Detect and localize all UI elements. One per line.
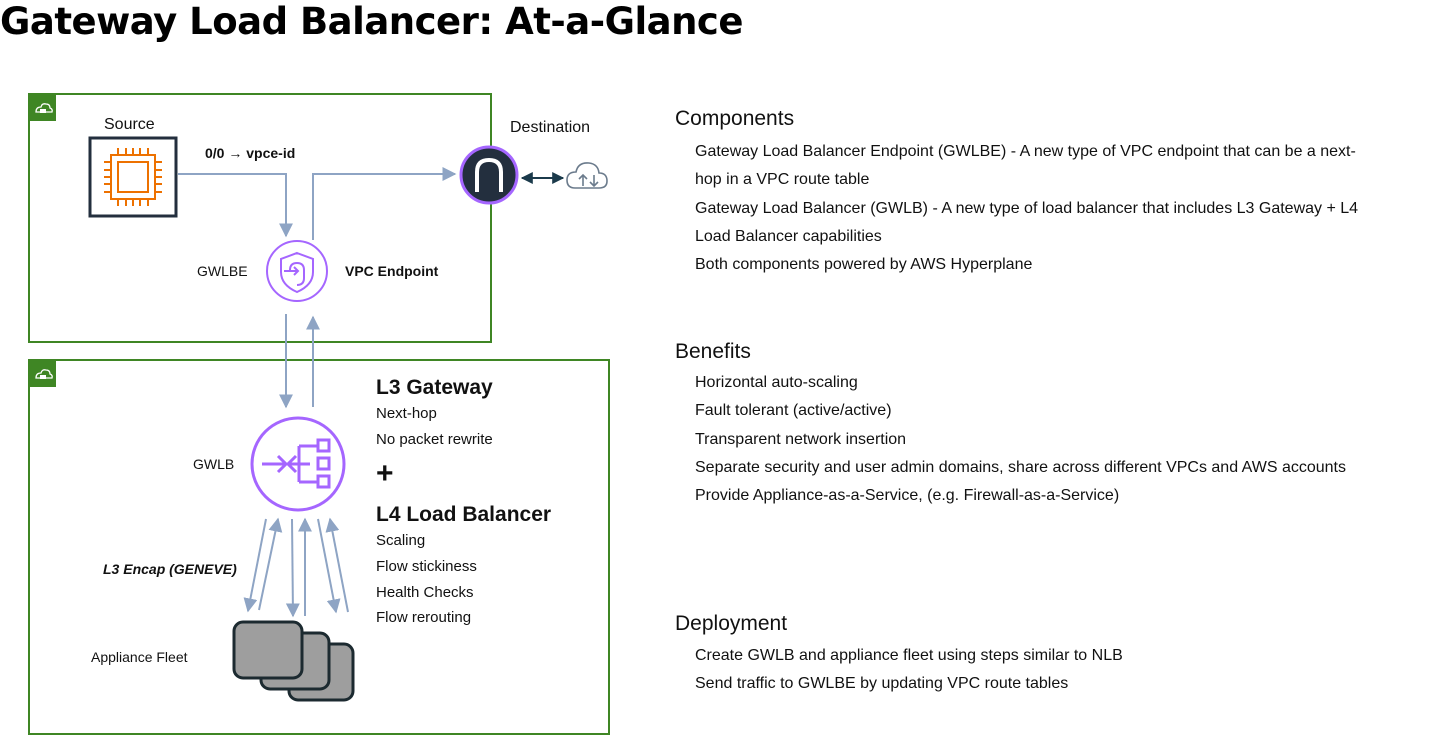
list-item: Both components powered by AWS Hyperplan… — [695, 256, 1033, 274]
gwlb-icon — [250, 416, 346, 512]
list-item: Send traffic to GWLBE by updating VPC ro… — [695, 675, 1069, 693]
gwlbe-label: GWLBE — [197, 263, 248, 279]
encap-label: L3 Encap (GENEVE) — [103, 561, 237, 577]
l3-gateway-heading: L3 Gateway — [376, 376, 493, 399]
list-item: Separate security and user admin domains… — [695, 458, 1346, 476]
appliance-stack-icon — [232, 620, 355, 702]
list-item: Horizontal auto-scaling — [695, 374, 858, 391]
page-title: Gateway Load Balancer: At-a-Glance — [0, 0, 743, 43]
bottom-vpc-box — [28, 359, 610, 735]
list-item: Create GWLB and appliance fleet using st… — [695, 647, 1123, 664]
list-item: Transparent network insertion — [695, 430, 907, 448]
vpc-endpoint-icon — [459, 145, 519, 205]
list-item: Gateway Load Balancer (GWLB) - A new typ… — [695, 199, 1359, 245]
section-title-benefits: Benefits — [675, 340, 751, 363]
source-label: Source — [104, 116, 155, 133]
components-list: Gateway Load Balancer Endpoint (GWLBE) -… — [695, 138, 1375, 279]
gwlb-label: GWLB — [193, 456, 235, 472]
flow-arrows-middle — [279, 314, 320, 409]
flow-arrows-top — [178, 167, 457, 240]
destination-label: Destination — [510, 119, 591, 136]
l4-item: Scaling — [376, 532, 426, 549]
fleet-arrows — [243, 517, 349, 618]
l4-item: Health Checks — [376, 584, 474, 601]
list-item: Fault tolerant (active/active) — [695, 402, 892, 420]
section-title-deployment: Deployment — [675, 612, 788, 635]
appliance-fleet-label: Appliance Fleet — [91, 649, 188, 665]
l4-item: Flow stickiness — [376, 558, 477, 575]
plus-sign: + — [376, 457, 394, 490]
section-title-components: Components — [675, 107, 795, 130]
l3-item: Next-hop — [376, 405, 437, 422]
vpc-endpoint-label: VPC Endpoint — [345, 263, 439, 279]
l3-item: No packet rewrite — [376, 431, 493, 448]
list-item: Provide Appliance-as-a-Service, (e.g. Fi… — [695, 487, 1120, 505]
gwlbe-shield-icon — [266, 240, 328, 302]
l4-item: Flow rerouting — [376, 609, 472, 626]
vpc-lock-icon — [29, 360, 56, 387]
l4-load-balancer-heading: L4 Load Balancer — [376, 503, 552, 526]
benefits-list: Horizontal auto-scaling Fault tolerant (… — [695, 369, 1375, 510]
deployment-list: Create GWLB and appliance fleet using st… — [695, 642, 1375, 699]
list-item: Gateway Load Balancer Endpoint (GWLBE) -… — [695, 143, 1356, 189]
route-label: 0/0 → vpce-id — [205, 145, 296, 161]
chip-icon — [88, 136, 178, 218]
cloud-icon — [566, 162, 608, 189]
vpc-lock-icon — [29, 94, 56, 121]
top-vpc-box — [28, 93, 492, 343]
architecture-diagram — [28, 93, 610, 735]
